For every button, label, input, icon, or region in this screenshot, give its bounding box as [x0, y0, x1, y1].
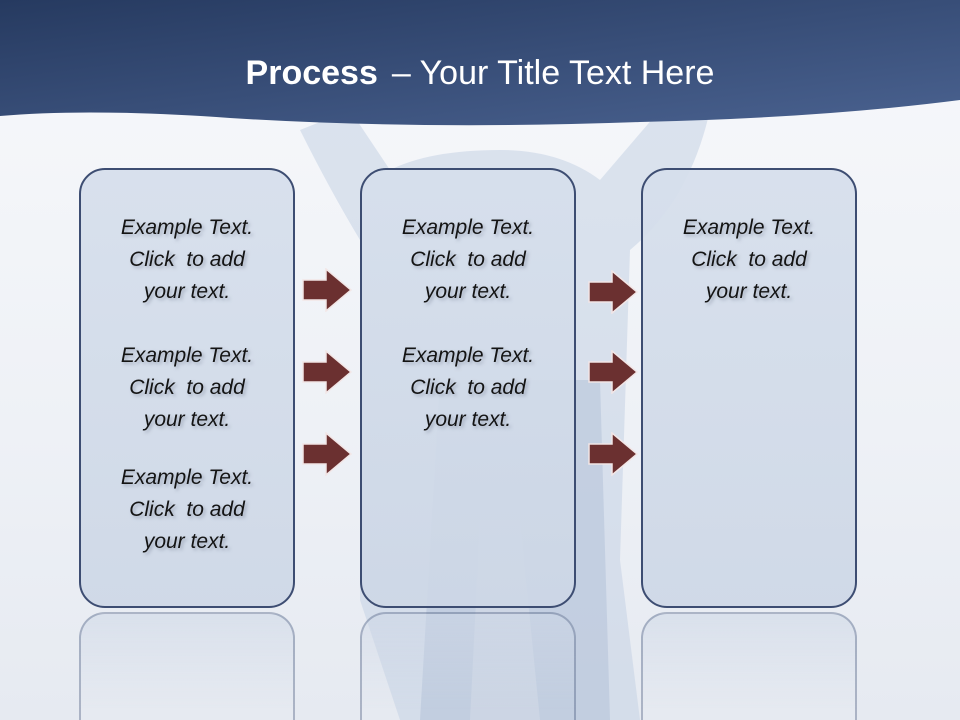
right-arrow-icon — [588, 432, 638, 476]
title-bold: Process — [245, 54, 378, 92]
process-box-2[interactable]: Example Text. Click to add your text. Ex… — [360, 168, 576, 608]
right-arrow-icon — [588, 350, 638, 394]
text-placeholder[interactable]: Example Text. Click to add your text. — [643, 212, 855, 308]
text-placeholder[interactable]: Example Text. Click to add your text. — [362, 212, 574, 308]
text-line: Example Text. — [401, 216, 535, 239]
text-line: your text. — [424, 280, 512, 303]
text-line: your text. — [143, 408, 231, 431]
text-line: Click to add — [691, 248, 807, 271]
text-line: Click to add — [129, 376, 245, 399]
text-line: Example Text. — [120, 466, 254, 489]
header-band — [0, 0, 960, 126]
right-arrow-icon — [302, 268, 352, 312]
text-placeholder[interactable]: Example Text. Click to add your text. — [81, 340, 293, 436]
text-line: your text. — [705, 280, 793, 303]
process-box-3[interactable]: Example Text. Click to add your text. — [641, 168, 857, 608]
text-line: your text. — [143, 280, 231, 303]
text-line: Example Text. — [120, 216, 254, 239]
box-reflection — [79, 612, 295, 720]
box-reflection — [641, 612, 857, 720]
text-line: Click to add — [410, 376, 526, 399]
text-line: Example Text. — [120, 344, 254, 367]
text-line: your text. — [143, 530, 231, 553]
text-line: Click to add — [129, 248, 245, 271]
text-line: your text. — [424, 408, 512, 431]
box-reflection — [360, 612, 576, 720]
text-placeholder[interactable]: Example Text. Click to add your text. — [81, 462, 293, 558]
title-rest: – Your Title Text Here — [391, 54, 715, 92]
text-line: Click to add — [129, 498, 245, 521]
right-arrow-icon — [302, 350, 352, 394]
process-box-1[interactable]: Example Text. Click to add your text. Ex… — [79, 168, 295, 608]
text-line: Example Text. — [401, 344, 535, 367]
text-line: Example Text. — [682, 216, 816, 239]
right-arrow-icon — [302, 432, 352, 476]
text-placeholder[interactable]: Example Text. Click to add your text. — [362, 340, 574, 436]
slide-title[interactable]: Process – Your Title Text Here — [0, 54, 960, 93]
right-arrow-icon — [588, 270, 638, 314]
text-placeholder[interactable]: Example Text. Click to add your text. — [81, 212, 293, 308]
text-line: Click to add — [410, 248, 526, 271]
